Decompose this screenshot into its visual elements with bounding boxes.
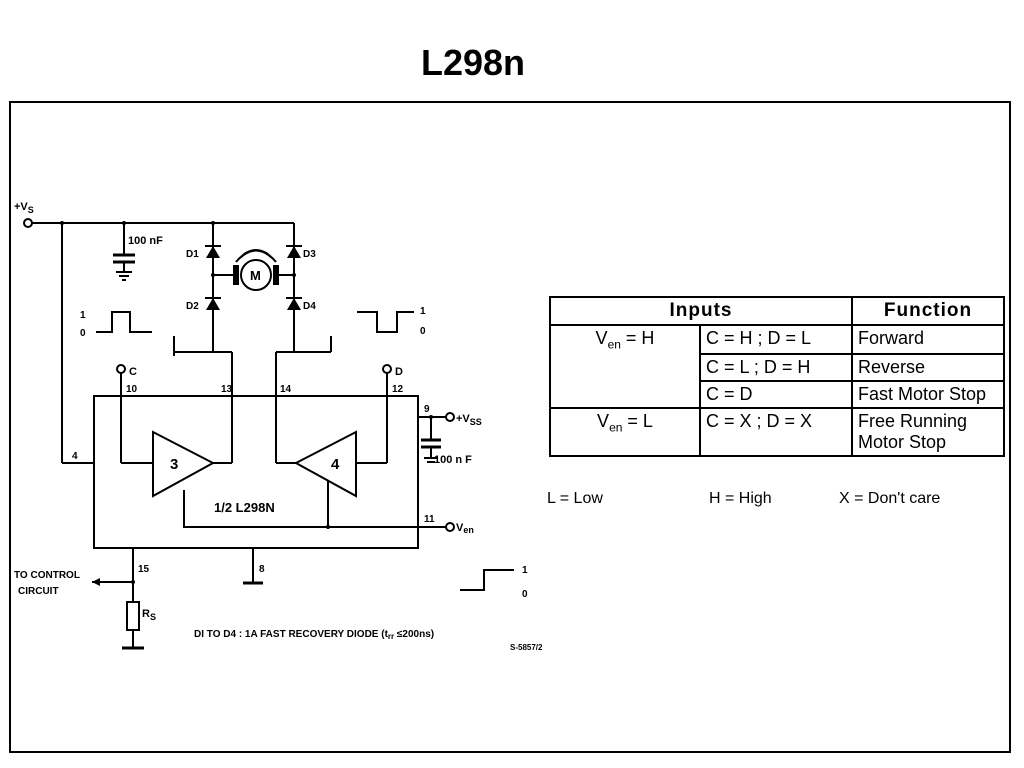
diode-d1 <box>205 245 221 258</box>
amplifier-3 <box>152 430 216 498</box>
diode-d3 <box>286 245 302 258</box>
ven-low-cell: Ven = L <box>549 406 701 457</box>
legend-low: L = Low <box>547 490 603 507</box>
row3-cd: C = D <box>699 379 853 409</box>
pin-10-label: 10 <box>126 384 138 395</box>
diode-d2 <box>205 297 221 310</box>
vs-label: +VS <box>14 201 34 215</box>
d3-label: D3 <box>303 249 316 260</box>
empty-cell <box>549 353 701 381</box>
row1-cd: C = H ; D = L <box>699 324 853 355</box>
header-inputs: Inputs <box>549 296 853 326</box>
pin-c-label: C <box>129 366 137 378</box>
row2-func: Reverse <box>851 352 1005 382</box>
page-title: L298n <box>420 42 526 83</box>
diode-note: DI TO D4 : 1A FAST RECOVERY DIODE (trr ≤… <box>194 629 434 641</box>
motor-label: M <box>250 268 261 283</box>
row1-func: Forward <box>851 324 1005 355</box>
row2-cd: C = L ; D = H <box>699 352 853 382</box>
truth-table: Inputs Function Ven = H C = H ; D = L Fo… <box>549 296 1005 457</box>
wave-c <box>96 311 152 333</box>
pin-c-terminal <box>116 364 126 374</box>
wave-c-one: 1 <box>80 310 86 321</box>
pin-8-label: 8 <box>259 564 265 575</box>
rs-label: RS <box>142 608 156 622</box>
d4-label: D4 <box>303 301 316 312</box>
pin-13-label: 13 <box>221 384 233 395</box>
to-control-label-1: TO CONTROL <box>14 570 80 581</box>
cap2-label: 100 n F <box>434 454 472 466</box>
d1-label: D1 <box>186 249 199 260</box>
vss-label: +VSS <box>456 413 482 427</box>
legend-dont-care: X = Don't care <box>839 490 941 507</box>
wave-d-one: 1 <box>420 306 426 317</box>
wave-d <box>357 311 414 333</box>
legend-high: H = High <box>709 490 772 507</box>
wave-ven <box>460 569 514 591</box>
header-function: Function <box>851 296 1005 326</box>
d2-label: D2 <box>186 301 199 312</box>
motor-icon <box>233 249 279 291</box>
ven-terminal <box>445 522 455 532</box>
diode-d4 <box>286 297 302 310</box>
amp4-label: 4 <box>331 456 340 473</box>
wave-d-zero: 0 <box>420 326 426 337</box>
diagram-frame <box>9 101 1011 753</box>
empty-cell <box>549 380 701 409</box>
wave-c-zero: 0 <box>80 328 86 339</box>
pin-12-label: 12 <box>392 384 404 395</box>
pin-15-label: 15 <box>138 564 150 575</box>
l298n-chip <box>93 395 419 549</box>
capacitor-100nf <box>113 223 135 281</box>
pin-11-label: 11 <box>424 514 435 525</box>
pin-9-label: 9 <box>424 404 430 415</box>
pin-4-label: 4 <box>72 451 78 462</box>
amp3-label: 3 <box>170 456 178 473</box>
chip-label: 1/2 L298N <box>214 500 275 515</box>
ven-high-cell: Ven = H <box>549 324 701 354</box>
pin-d-terminal <box>382 364 392 374</box>
capacitor-vss <box>421 417 441 463</box>
resistor-rs <box>126 601 140 631</box>
to-control-label-2: CIRCUIT <box>18 586 59 597</box>
wave-ven-one: 1 <box>522 565 528 576</box>
cap1-label: 100 nF <box>128 235 163 247</box>
vs-terminal <box>23 218 33 228</box>
amplifier-4 <box>293 430 357 498</box>
pin-14-label: 14 <box>280 384 292 395</box>
pin-d-label: D <box>395 366 403 378</box>
ven-label: Ven <box>456 522 474 535</box>
row3-func: Fast Motor Stop <box>851 379 1005 409</box>
ref-code: S-5857/2 <box>510 643 543 652</box>
row4-cd: C = X ; D = X <box>699 406 853 457</box>
vss-terminal <box>445 412 455 422</box>
wave-ven-zero: 0 <box>522 589 528 600</box>
